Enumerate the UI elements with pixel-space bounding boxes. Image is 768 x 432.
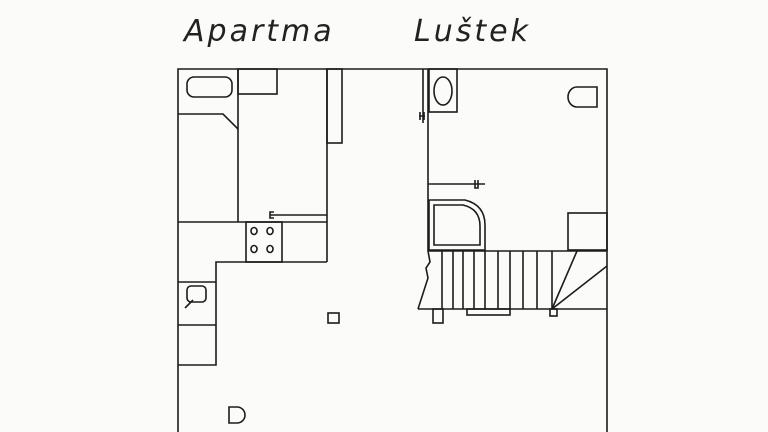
post <box>432 308 444 324</box>
cabinet <box>567 212 608 251</box>
washbasin <box>433 76 453 106</box>
column <box>327 312 340 324</box>
shower <box>428 199 486 251</box>
cabinet <box>237 68 278 95</box>
title-name: Luštek <box>414 14 531 49</box>
outer-walls <box>177 68 608 432</box>
faucet-icon <box>269 211 327 219</box>
title-apartma: Apartma <box>184 14 335 49</box>
toilet-icon <box>228 406 246 424</box>
closet <box>326 68 343 144</box>
stove-burners <box>250 226 274 254</box>
sink <box>186 285 207 303</box>
bed-outline <box>178 113 239 130</box>
faucet-icon <box>428 180 485 189</box>
post-small <box>549 308 558 317</box>
bench <box>466 308 511 316</box>
bathtub <box>186 76 233 98</box>
sink-tap <box>184 299 194 309</box>
staircase <box>417 250 608 310</box>
counter <box>178 261 327 366</box>
washbasin-box <box>428 68 458 113</box>
faucet-icon <box>419 112 425 120</box>
toilet-icon <box>567 86 598 108</box>
